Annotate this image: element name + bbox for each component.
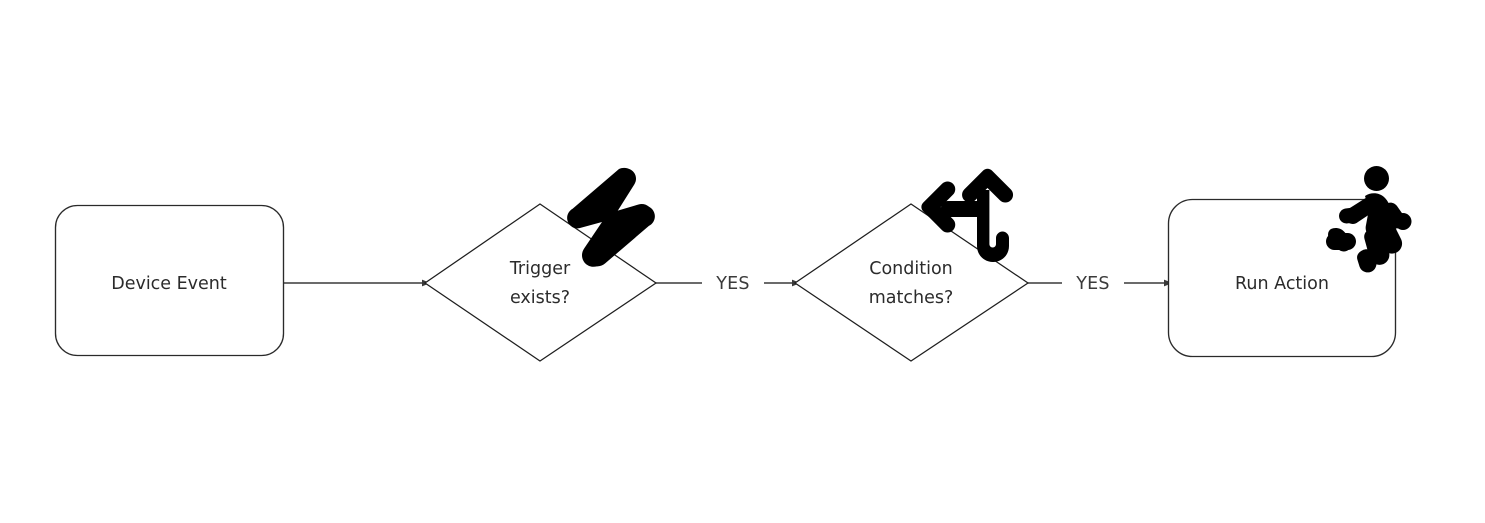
- edge-condition-to-run-action: YES: [1028, 274, 1173, 294]
- edge-label-yes-1: YES: [715, 274, 749, 294]
- node-device-event[interactable]: Device Event: [54, 204, 285, 357]
- running-person-icon: [1326, 166, 1412, 273]
- condition-matches-label-line2: matches?: [869, 288, 954, 308]
- condition-matches-label-line1: Condition: [869, 259, 953, 279]
- lightning-bolt-icon: [567, 167, 655, 267]
- edge-label-yes-2: YES: [1075, 274, 1109, 294]
- run-action-label: Run Action: [1235, 274, 1329, 294]
- device-event-label: Device Event: [111, 274, 227, 294]
- trigger-exists-label-line1: Trigger: [509, 259, 571, 279]
- node-run-action[interactable]: Run Action: [1167, 198, 1397, 358]
- node-condition-matches[interactable]: Condition matches?: [793, 203, 1030, 362]
- branch-arrow-icon: [921, 168, 1014, 262]
- edge-trigger-to-condition: YES: [656, 274, 801, 294]
- condition-matches-shape[interactable]: [793, 203, 1030, 362]
- device-event-shape[interactable]: [54, 204, 285, 357]
- trigger-exists-label-line2: exists?: [510, 288, 570, 308]
- trigger-exists-shape[interactable]: [423, 203, 658, 362]
- node-trigger-exists[interactable]: Trigger exists?: [423, 203, 658, 362]
